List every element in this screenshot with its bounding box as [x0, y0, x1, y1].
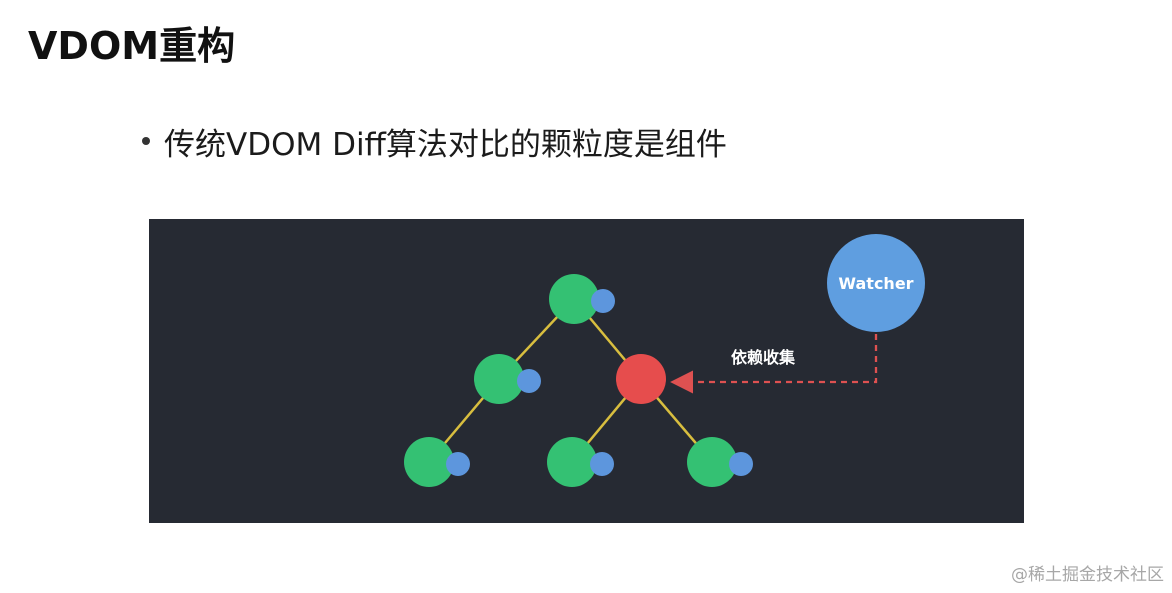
- dependency-label: 依赖收集: [731, 348, 796, 367]
- bullet-text: 传统VDOM Diff算法对比的颗粒度是组件: [164, 126, 727, 163]
- watcher-dot: [729, 452, 753, 476]
- watcher-circle: [827, 234, 925, 332]
- changed-node: [616, 354, 666, 404]
- watcher-dot: [591, 289, 615, 313]
- dependency-arrow: [670, 334, 878, 394]
- diagram-canvas: Watcher 依赖收集: [404, 234, 925, 487]
- bullet-item: 传统VDOM Diff算法对比的颗粒度是组件: [142, 118, 727, 164]
- watcher-label: Watcher: [838, 274, 913, 293]
- tree-node-root: [549, 274, 599, 324]
- page-title: VDOM重构: [28, 24, 236, 68]
- watcher-dot: [446, 452, 470, 476]
- tree-node-leaf: [547, 437, 597, 487]
- tree-node-leaf: [404, 437, 454, 487]
- diagram-panel: Watcher 依赖收集: [149, 219, 1024, 523]
- watcher-dot: [517, 369, 541, 393]
- watcher-dot: [590, 452, 614, 476]
- tree-node-left: [474, 354, 524, 404]
- watermark-text: @稀土掘金技术社区: [1011, 565, 1164, 585]
- tree-node-leaf: [687, 437, 737, 487]
- bullet-dot: [142, 137, 150, 145]
